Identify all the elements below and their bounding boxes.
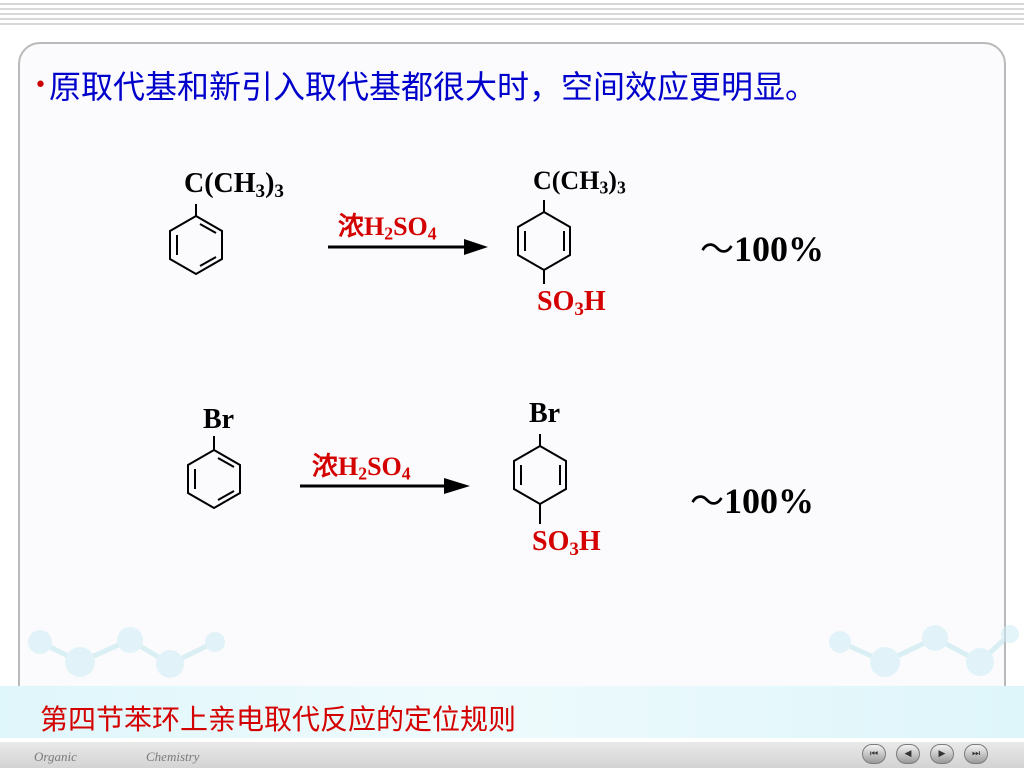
product-2-benzene-ring	[513, 434, 567, 524]
reaction-1-yield: ～100%	[700, 229, 824, 270]
nav-next-button[interactable]: ▶	[930, 744, 954, 764]
reactant-1-benzene-ring	[169, 204, 223, 276]
footer-band	[0, 686, 1024, 738]
product-2-sulfonic-acid: SO3H	[532, 526, 601, 560]
bullet-point: •原取代基和新引入取代基都很大时，空间效应更明显。	[34, 62, 817, 108]
molecule-decoration-left-icon	[28, 627, 225, 678]
product-1-benzene-ring	[517, 200, 571, 284]
bottom-word-chemistry: Chemistry	[146, 749, 200, 764]
product-1-top-substituent: C(CH3)3	[533, 166, 626, 198]
reactant-1-substituent: C(CH3)3	[184, 168, 284, 202]
slide-content-frame	[18, 42, 1006, 736]
molecule-decoration-right-icon	[829, 625, 1019, 677]
nav-first-button[interactable]: ⏮	[862, 744, 886, 764]
top-decorative-stripes	[0, 0, 1024, 28]
reaction-2-yield: ～100%	[690, 481, 814, 522]
reagent-1-label: 浓H2SO4	[338, 212, 437, 244]
reactant-2-substituent: Br	[203, 404, 235, 435]
product-1-sulfonic-acid: SO3H	[537, 286, 606, 320]
section-title: 第四节苯环上亲电取代反应的定位规则	[40, 703, 517, 736]
bullet-dot-icon: •	[34, 73, 47, 98]
nav-previous-button[interactable]: ◀	[896, 744, 920, 764]
reagent-2-label: 浓H2SO4	[312, 452, 411, 484]
reactant-2-benzene-ring	[187, 436, 241, 510]
bullet-text: 原取代基和新引入取代基都很大时，空间效应更明显。	[48, 68, 817, 106]
nav-last-button[interactable]: ⏭	[964, 744, 988, 764]
reaction-2-arrow	[300, 478, 470, 494]
reaction-1-arrow	[328, 239, 488, 255]
bottom-word-organic: Organic	[34, 749, 77, 764]
bottom-bar	[0, 742, 1024, 768]
product-2-top-substituent: Br	[529, 398, 561, 429]
